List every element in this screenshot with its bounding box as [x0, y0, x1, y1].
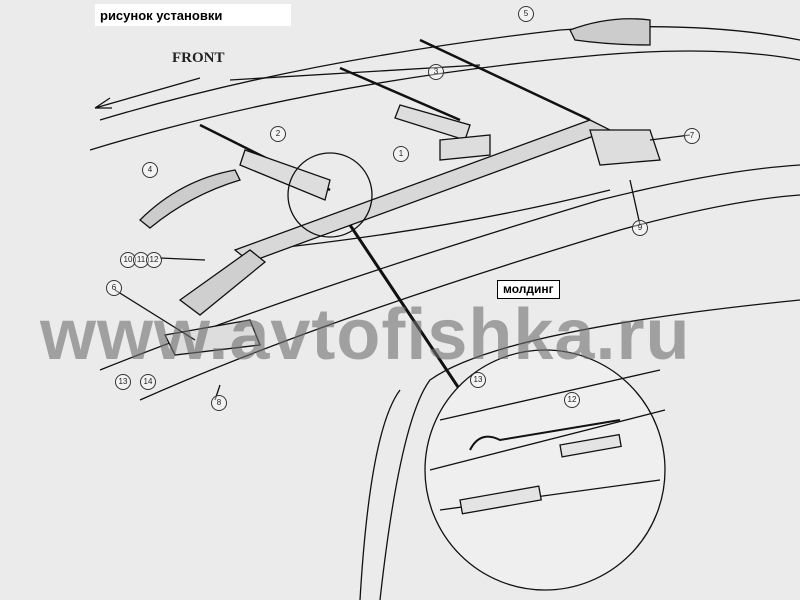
callout-12: 12	[146, 252, 162, 268]
callout-6: 6	[106, 280, 122, 296]
diagram-title: рисунок установки	[100, 8, 223, 23]
callout-1: 1	[393, 146, 409, 162]
callout-13: 13	[470, 372, 486, 388]
callout-2: 2	[270, 126, 286, 142]
callout-5: 5	[518, 6, 534, 22]
front-direction-label: FRONT	[172, 50, 225, 66]
title-background	[95, 4, 291, 26]
callout-8: 8	[211, 395, 227, 411]
callout-14: 14	[140, 374, 156, 390]
callout-4: 4	[142, 162, 158, 178]
callout-13b: 13	[115, 374, 131, 390]
watermark: www.avtofishka.ru	[40, 295, 691, 375]
callout-3: 3	[428, 64, 444, 80]
callout-9: 9	[632, 220, 648, 236]
callout-7: 7	[684, 128, 700, 144]
molding-label: молдинг	[497, 280, 560, 299]
callout-12b: 12	[564, 392, 580, 408]
